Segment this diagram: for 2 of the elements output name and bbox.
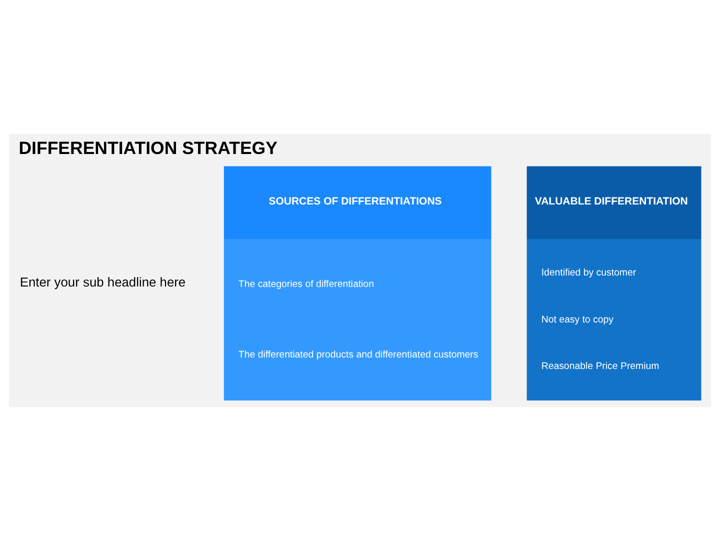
diagram-title: DIFFERENTIATION STRATEGY [18,137,278,158]
label: Enter your sub headline here [20,274,186,289]
